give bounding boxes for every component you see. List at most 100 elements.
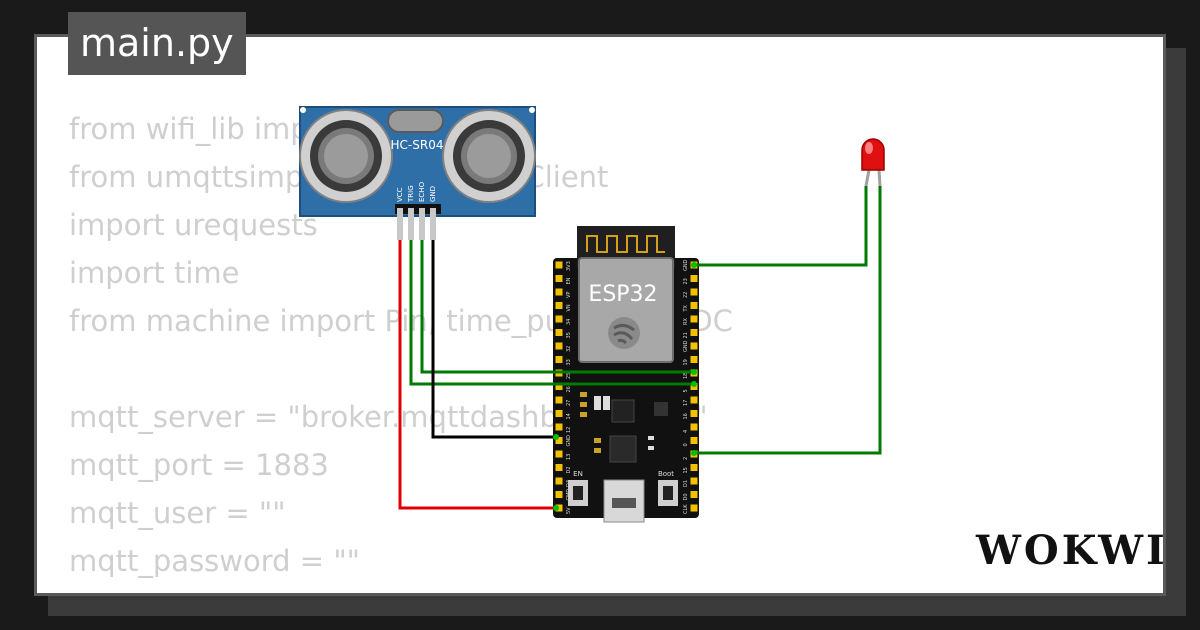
wire-trig [409,240,694,386]
espressif-logo-icon [608,317,640,349]
board-pin[interactable] [555,396,563,404]
board-pin[interactable] [690,329,698,336]
board-pin[interactable] [690,302,698,309]
board-pin[interactable] [555,423,563,431]
board-pin[interactable] [690,315,698,323]
board-pin-label: 25 [566,373,572,379]
board-pin[interactable] [555,477,563,485]
board-pin-label: 3V3 [566,261,572,271]
board-pin[interactable] [690,437,698,444]
board-pin[interactable] [555,288,563,296]
usb-connector [603,479,645,523]
board-pin-label: 0 [683,443,689,446]
board-pin-label: 17 [683,400,689,406]
board-pin-label: 13 [566,454,572,460]
wire-led-signal [694,186,882,455]
board-pin[interactable] [690,410,698,417]
board-pin[interactable] [555,410,563,417]
board-pin[interactable] [555,491,563,498]
board-pin[interactable] [555,342,563,350]
board-pin-label: 21 [683,332,689,338]
board-pin[interactable] [690,342,698,350]
smd-components [580,392,668,463]
board-pin[interactable] [690,288,698,296]
board-pin-label: GND [683,340,689,352]
crystal-oscillator [387,109,444,133]
board-pin-label: GND [566,435,572,447]
board-pin-label: 35 [566,332,572,338]
board-pin-label: 5 [683,389,689,392]
wire-endpoints [553,262,697,511]
board-pin[interactable] [555,356,563,363]
board-pin[interactable] [690,275,698,282]
board-pin-label: RX [683,318,689,325]
board-pin[interactable] [690,477,698,485]
code-line: mqtt_port = 1883 [69,448,329,482]
boot-button-label: Boot [658,470,674,478]
pin-label-vcc: VCC [396,187,404,202]
board-pin[interactable] [690,504,698,512]
board-pin[interactable] [690,491,698,498]
board-pin[interactable] [555,464,563,471]
wire-led-gnd [694,186,868,267]
en-button-label: EN [573,470,583,478]
pin-label-gnd: GND [429,186,437,202]
wires [398,186,882,510]
pin-label-echo: ECHO [418,181,426,202]
board-pin[interactable] [555,315,563,323]
board-pin[interactable] [690,464,698,471]
sensor-header [395,204,441,240]
board-pin-label: 27 [566,400,572,406]
board-pin-label: EN [566,277,572,284]
board-name-label: ESP32 [588,282,657,307]
board-pin-label: 4 [683,430,689,433]
code-line: mqtt_client_id = "clientId-NaQpFASibS" [69,585,733,593]
board-pin-label: VP [566,292,572,298]
ultrasonic-sensor[interactable]: HC-SR04 VCC TRIG ECHO GND [299,106,536,240]
board-pin-label: 14 [566,413,572,419]
mount-hole [529,107,535,113]
board-pin[interactable] [555,302,563,309]
en-button[interactable]: EN [568,470,588,506]
board-pin[interactable] [555,275,563,282]
board-pin-label: D2 [566,466,572,473]
board-pin-label: 33 [566,359,572,365]
code-line: mqtt_password = "" [69,544,360,578]
board-pin[interactable] [555,437,563,444]
board-pin-label: 34 [566,319,572,325]
board-pin-label: 23 [683,278,689,284]
board-pin[interactable] [555,329,563,336]
file-tab[interactable]: main.py [68,12,246,75]
esp32-board[interactable]: ESP32 3V3ENVPVN343532332526271412GND13D2… [553,226,699,523]
board-pin[interactable] [690,396,698,404]
led-highlight [865,142,873,154]
red-led[interactable] [861,138,885,187]
wire-gnd [431,240,556,439]
board-pin-label: 26 [566,386,572,392]
wire-vcc-5v [398,240,556,510]
antenna-trace [586,235,665,253]
board-pin-label: CLK [683,504,689,514]
wokwi-logo: WOKWI [976,527,1168,574]
code-line: mqtt_user = "" [69,496,286,530]
board-pin-label: 15 [683,467,689,473]
board-pin[interactable] [690,356,698,363]
led-body [861,138,885,171]
pin-label-trig: TRIG [407,185,415,203]
code-line: import time [69,256,240,290]
board-pin[interactable] [555,383,563,390]
board-pin-label: 12 [566,427,572,433]
board-pin[interactable] [555,450,563,458]
led-cathode-leg [864,169,871,187]
board-pin[interactable] [555,261,563,269]
board-pin-label: 22 [683,292,689,298]
board-pin-label: 2 [683,457,689,460]
wroom-module [578,257,674,363]
board-pin[interactable] [690,423,698,431]
board-pin-label: GND [683,259,689,271]
boot-button[interactable]: Boot [658,470,678,506]
board-pin-label: 5V [566,507,572,514]
board-pin-label: TX [683,304,689,312]
sensor-model-label: HC-SR04 [391,138,444,152]
